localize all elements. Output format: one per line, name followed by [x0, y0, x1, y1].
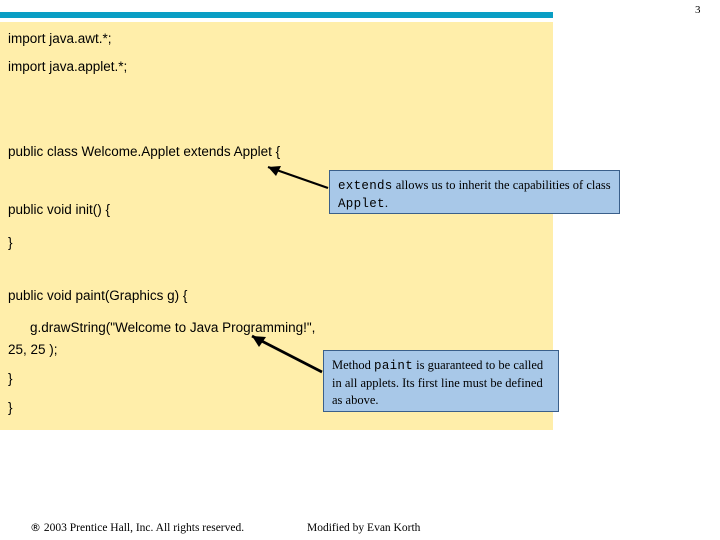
callout-extends-text2: .	[384, 195, 388, 210]
code-line-drawstring: g.drawString("Welcome to Java Programmin…	[30, 320, 316, 335]
slide-number: 3	[695, 4, 701, 16]
top-accent-rule	[0, 12, 553, 18]
registered-icon: ®	[30, 521, 41, 534]
code-line-class-close: }	[8, 400, 13, 415]
callout-paint-prefix: Method	[332, 358, 375, 372]
code-line-paint-decl: public void paint(Graphics g) {	[8, 288, 188, 303]
callout-paint: Method paint is guaranteed to be called …	[323, 350, 559, 412]
footer-copyright-text: 2003 Prentice Hall, Inc. All rights rese…	[43, 522, 245, 534]
callout-extends-keyword: extends	[338, 179, 393, 193]
callout-extends-classname: Applet	[338, 196, 385, 211]
callout-paint-keyword: paint	[374, 359, 414, 373]
code-line-paint-close: }	[8, 371, 13, 386]
callout-paint-text: is guaranteed to be called in all applet…	[332, 358, 544, 407]
footer-copyright: ® 2003 Prentice Hall, Inc. All rights re…	[30, 521, 244, 534]
callout-extends: extends allows us to inherit the capabil…	[329, 170, 620, 214]
code-line-init-decl: public void init() {	[8, 202, 111, 217]
code-line-import-applet: import java.applet.*;	[8, 59, 128, 74]
footer-modified-by: Modified by Evan Korth	[307, 522, 421, 534]
code-line-import-awt: import java.awt.*;	[8, 31, 112, 46]
callout-extends-text1: allows us to inherit the capabilities of…	[392, 178, 611, 192]
code-line-coords: 25, 25 );	[8, 342, 58, 357]
code-line-init-close: }	[8, 235, 13, 250]
code-line-class-decl: public class Welcome.Applet extends Appl…	[8, 144, 281, 159]
